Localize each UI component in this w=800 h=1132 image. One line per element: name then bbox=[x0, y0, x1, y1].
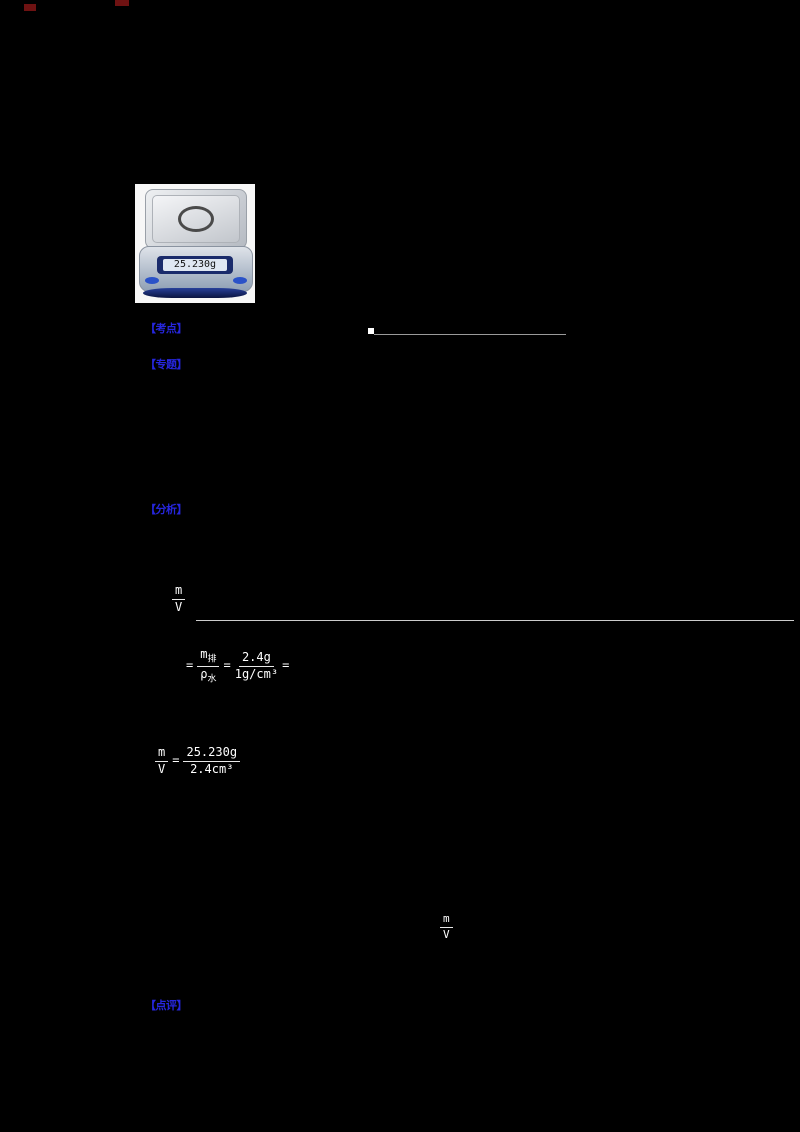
formula-density-fraction: m V bbox=[172, 583, 186, 615]
fraction-denominator: V bbox=[175, 599, 183, 614]
balance-platform-ring bbox=[178, 206, 214, 232]
fraction-m-over-v: m V bbox=[155, 745, 169, 777]
denominator-subscript: 水 bbox=[207, 674, 217, 685]
red-artifact-mark-1 bbox=[24, 4, 36, 11]
balance-display-frame: 25.230g bbox=[157, 256, 233, 274]
label-dianping: 【点评】 bbox=[145, 999, 188, 1012]
fraction-25-230g-over-2-4cm3: 25.230g 2.4cm³ bbox=[183, 745, 241, 777]
answer-blank-underline bbox=[374, 334, 566, 335]
balance-body: 25.230g bbox=[139, 246, 253, 292]
label-fenxi: 【分析】 bbox=[145, 503, 188, 516]
denominator-base: ρ bbox=[200, 666, 208, 681]
balance-display-value: 25.230g bbox=[163, 259, 227, 271]
fraction-numerator: m bbox=[440, 912, 453, 928]
formula-volume-calculation: = m排 ρ水 = 2.4g 1g/cm³ = bbox=[186, 647, 290, 685]
fraction-denominator: 2.4cm³ bbox=[190, 761, 234, 776]
equals-sign: = bbox=[223, 658, 231, 673]
fraction-m-displaced-over-rho-water: m排 ρ水 bbox=[197, 647, 220, 685]
numerator-subscript: 排 bbox=[207, 654, 217, 665]
fraction-numerator: m bbox=[172, 583, 186, 600]
electronic-balance-photo: 25.230g bbox=[135, 184, 255, 303]
fraction-denominator: ρ水 bbox=[200, 667, 216, 685]
fraction-numerator: 25.230g bbox=[183, 745, 241, 762]
label-zhuanti: 【专题】 bbox=[145, 358, 188, 371]
balance-base bbox=[143, 288, 247, 298]
equals-sign: = bbox=[186, 658, 194, 673]
fraction-denominator: V bbox=[158, 761, 166, 776]
balance-button-right bbox=[233, 277, 247, 284]
fraction-numerator: m排 bbox=[197, 647, 220, 667]
red-artifact-mark-2 bbox=[115, 0, 129, 6]
label-kaodian: 【考点】 bbox=[145, 322, 188, 335]
fraction-denominator: V bbox=[443, 927, 450, 941]
equation-row-line bbox=[196, 620, 794, 621]
fraction-denominator: 1g/cm³ bbox=[234, 666, 279, 681]
balance-button-left bbox=[145, 277, 159, 284]
balance-platform-plate bbox=[152, 195, 240, 243]
fraction-2-4g-over-1g-cm3: 2.4g 1g/cm³ bbox=[234, 650, 279, 682]
equals-sign: = bbox=[282, 658, 290, 673]
balance-platform bbox=[145, 189, 247, 249]
formula-m-over-v-inline: m V bbox=[440, 912, 453, 941]
numerator-base: m bbox=[200, 647, 208, 661]
answer-blank-chip bbox=[368, 328, 374, 334]
formula-density-result: m V = 25.230g 2.4cm³ bbox=[155, 745, 241, 777]
fraction-numerator: 2.4g bbox=[238, 650, 274, 667]
equals-sign: = bbox=[172, 753, 180, 768]
fraction-numerator: m bbox=[155, 745, 169, 762]
